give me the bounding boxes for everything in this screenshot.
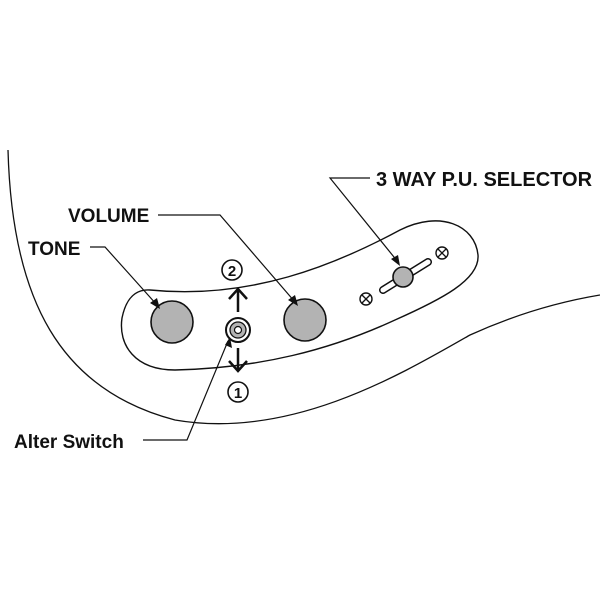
position-1-label: 1	[234, 385, 242, 402]
tone-arrowhead	[150, 298, 160, 309]
tone-leader-line	[90, 246, 158, 306]
position-2-marker: 2	[221, 259, 243, 281]
selector-arrowhead	[391, 255, 400, 266]
selector-label: 3 WAY P.U. SELECTOR	[376, 169, 593, 191]
up-arrow-icon	[228, 287, 248, 312]
selector-leader-line	[328, 177, 399, 263]
tone-label: TONE	[28, 239, 80, 260]
pickup-selector-switch[interactable]	[379, 258, 432, 294]
mounting-screw-icon	[435, 246, 449, 260]
guitar-body-outline	[7, 149, 600, 425]
position-2-label: 2	[228, 263, 236, 280]
mounting-screw-icon	[359, 292, 373, 306]
alter-switch[interactable]	[225, 317, 251, 343]
volume-label: VOLUME	[68, 206, 149, 227]
volume-knob[interactable]	[283, 298, 327, 342]
alter-switch-arrowhead	[225, 337, 232, 348]
tone-knob[interactable]	[150, 300, 194, 344]
volume-arrowhead	[288, 295, 298, 306]
alter-switch-leader-line	[143, 340, 229, 441]
control-plate	[120, 220, 479, 371]
position-1-marker: 1	[227, 381, 249, 403]
selector-tip[interactable]	[392, 266, 414, 288]
volume-leader-line	[158, 214, 296, 303]
alter-switch-label: Alter Switch	[14, 432, 124, 453]
down-arrow-icon	[228, 348, 248, 373]
